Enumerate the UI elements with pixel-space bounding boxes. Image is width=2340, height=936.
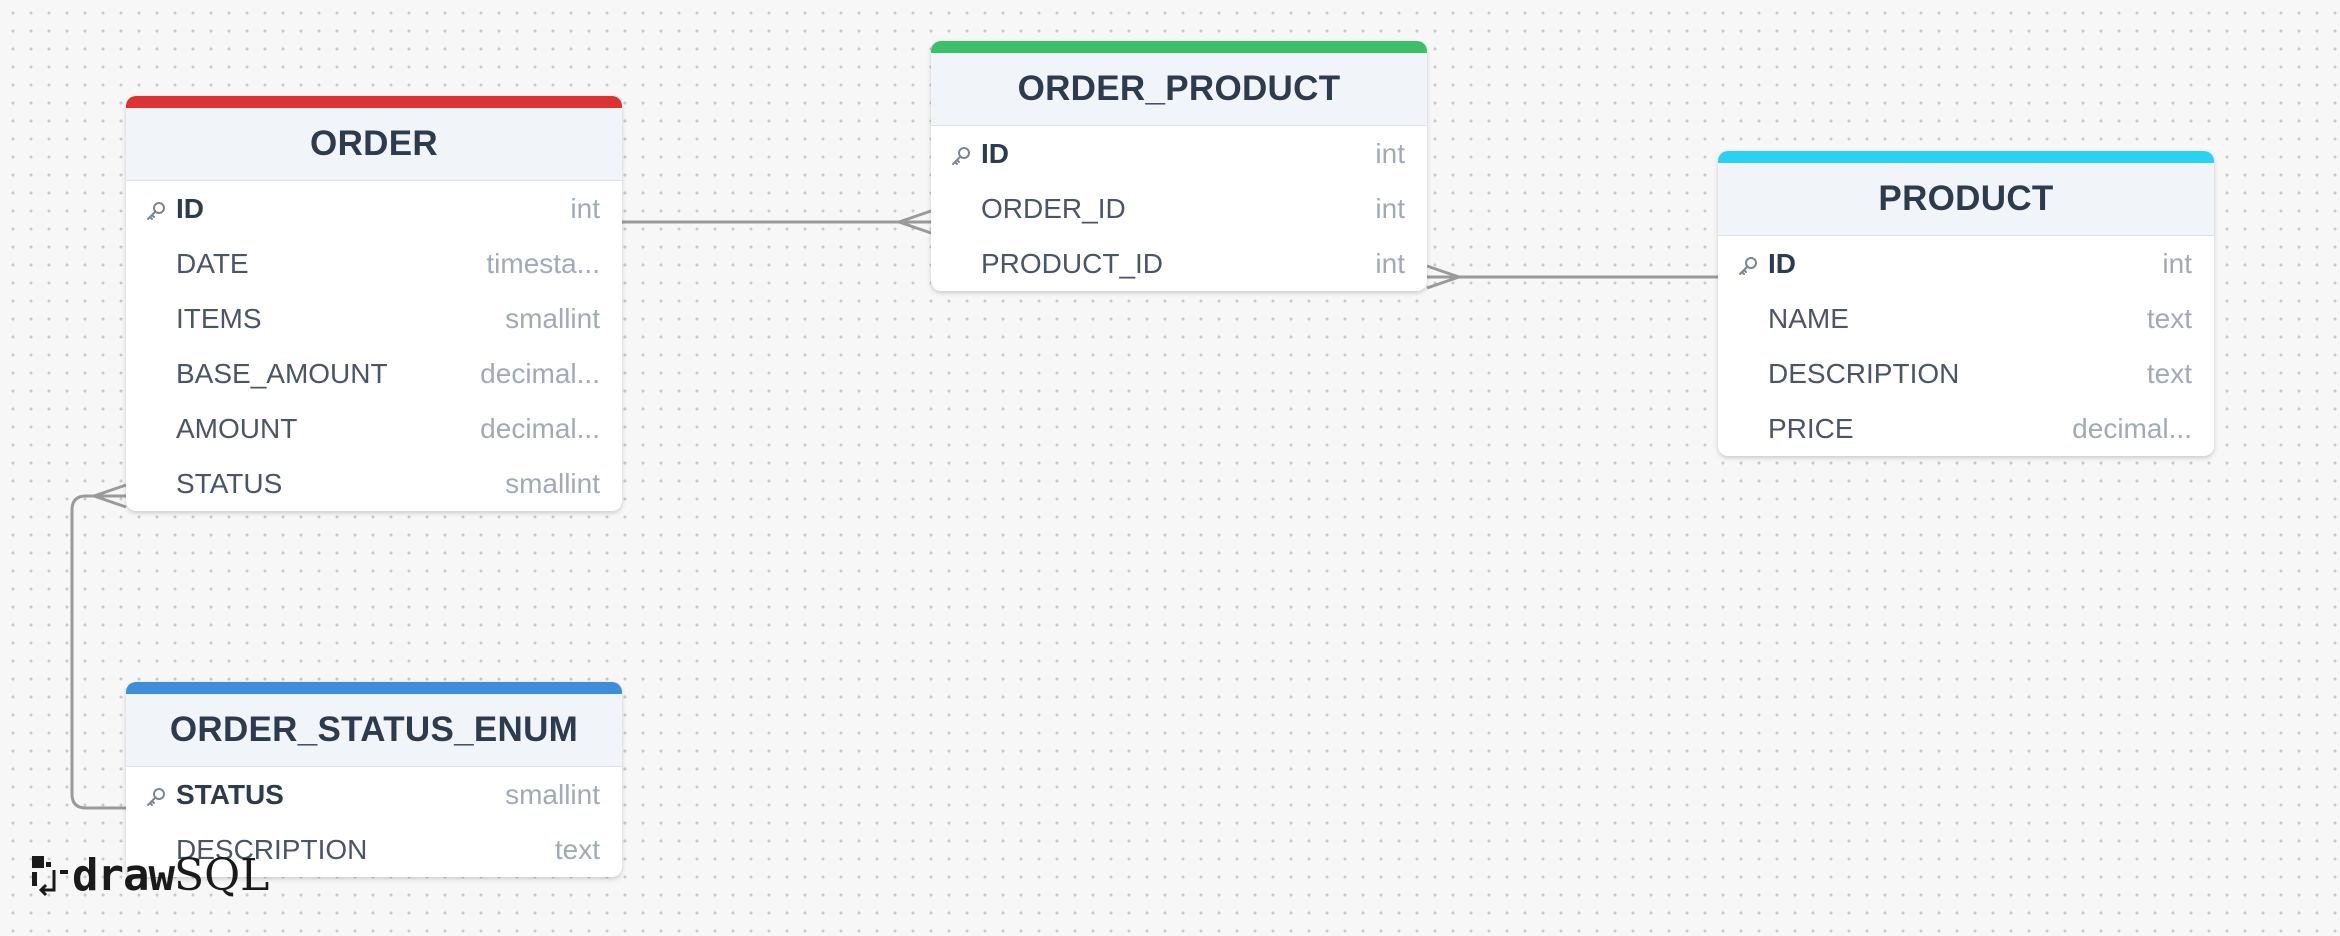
- column-type: decimal...: [2072, 412, 2192, 444]
- column-name: NAME: [1768, 302, 1849, 334]
- column-name: PRICE: [1768, 412, 1854, 444]
- column-row[interactable]: ORDER_ID int: [931, 181, 1427, 236]
- column-name: STATUS: [176, 467, 283, 499]
- column-row[interactable]: PRODUCT_ID int: [931, 236, 1427, 291]
- column-name: PRODUCT_ID: [981, 247, 1164, 279]
- crowfoot-order-status: [93, 483, 127, 509]
- column-type: smallint: [505, 302, 600, 334]
- column-name: STATUS: [176, 778, 284, 810]
- drawsql-logo-icon: [32, 855, 68, 896]
- column-type: smallint: [505, 778, 600, 810]
- column-type: text: [554, 833, 600, 865]
- column-type: int: [1375, 247, 1405, 279]
- column-type: text: [2146, 357, 2192, 389]
- column-row[interactable]: ID int: [126, 181, 622, 236]
- logo-text-sql: SQL: [173, 850, 270, 901]
- column-type: decimal...: [480, 357, 600, 389]
- primary-key-icon: [144, 199, 168, 223]
- column-name: DATE: [176, 247, 249, 279]
- column-row[interactable]: BASE_AMOUNT decimal...: [126, 346, 622, 401]
- column-name: DESCRIPTION: [1768, 357, 1960, 389]
- column-type: int: [1375, 192, 1405, 224]
- column-type: int: [570, 192, 600, 224]
- column-row[interactable]: ID int: [931, 126, 1427, 181]
- column-row[interactable]: NAME text: [1718, 291, 2214, 346]
- primary-key-icon: [949, 144, 973, 168]
- table-title[interactable]: ORDER_PRODUCT: [931, 53, 1427, 126]
- column-row[interactable]: DATE timesta...: [126, 236, 622, 291]
- column-type: int: [2162, 247, 2192, 279]
- column-row[interactable]: STATUS smallint: [126, 767, 622, 822]
- primary-key-icon: [1736, 254, 1760, 278]
- column-type: timesta...: [486, 247, 600, 279]
- relation-status-enum-to-order[interactable]: [70, 494, 126, 810]
- column-row[interactable]: PRICE decimal...: [1718, 401, 2214, 456]
- column-name: ORDER_ID: [981, 192, 1126, 224]
- table-color-bar: [1718, 151, 2214, 163]
- column-type: int: [1375, 137, 1405, 169]
- crowfoot-order-product-2: [1426, 264, 1460, 290]
- column-row[interactable]: DESCRIPTION text: [126, 822, 622, 877]
- column-name: AMOUNT: [176, 412, 298, 444]
- crowfoot-order-product: [898, 209, 932, 235]
- table-color-bar: [931, 41, 1427, 53]
- logo-text-draw: draw: [72, 850, 175, 901]
- table-color-bar: [126, 682, 622, 694]
- table-title[interactable]: ORDER_STATUS_ENUM: [126, 694, 622, 767]
- table-color-bar: [126, 96, 622, 108]
- column-type: smallint: [505, 467, 600, 499]
- column-row[interactable]: DESCRIPTION text: [1718, 346, 2214, 401]
- primary-key-icon: [144, 785, 168, 809]
- column-row[interactable]: ITEMS smallint: [126, 291, 622, 346]
- column-row[interactable]: ID int: [1718, 236, 2214, 291]
- column-name: ID: [176, 192, 204, 224]
- table-title[interactable]: PRODUCT: [1718, 163, 2214, 236]
- column-name: DESCRIPTION: [176, 833, 368, 865]
- column-row[interactable]: STATUS smallint: [126, 456, 622, 511]
- column-name: ID: [981, 137, 1009, 169]
- column-type: decimal...: [480, 412, 600, 444]
- column-row[interactable]: AMOUNT decimal...: [126, 401, 622, 456]
- column-type: text: [2146, 302, 2192, 334]
- table-title[interactable]: ORDER: [126, 108, 622, 181]
- column-name: BASE_AMOUNT: [176, 357, 388, 389]
- column-name: ITEMS: [176, 302, 262, 334]
- column-name: ID: [1768, 247, 1796, 279]
